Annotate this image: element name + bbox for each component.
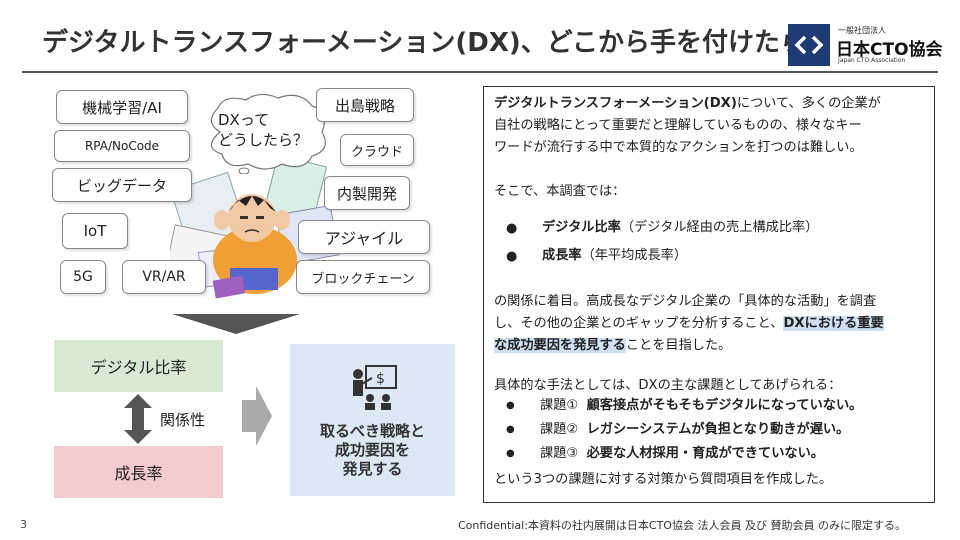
title-divider bbox=[22, 71, 938, 73]
issue-2: 課題② レガシーシステムが負担となり動きが遅い。 bbox=[540, 422, 850, 437]
intro-line-3: ワードが流行する中で本質的なアクションを打つのは難しい。 bbox=[494, 140, 863, 155]
issue-1-marker: ● bbox=[506, 400, 515, 411]
keyword-dejima-strategy: 出島戦略 bbox=[316, 88, 414, 122]
bullet-growth-rate: 成長率（年平均成長率） bbox=[542, 248, 688, 263]
digital-ratio-box: デジタル比率 bbox=[54, 340, 223, 392]
logo-main-text: 日本CTO協会 bbox=[836, 40, 943, 60]
confidential-notice: Confidential:本資料の社内展開は日本CTO協会 法人会員 及び 賛助… bbox=[458, 519, 906, 532]
relation-label: 関係性 bbox=[160, 411, 206, 429]
down-arrow-icon bbox=[172, 314, 300, 338]
keyword-ml-ai: 機械学習/AI bbox=[56, 90, 188, 124]
right-arrow-icon bbox=[242, 386, 272, 450]
issue-3: 課題③ 必要な人材採用・育成ができていない。 bbox=[540, 446, 824, 461]
thought-cloud: DXって どうしたら？ bbox=[200, 92, 332, 174]
strategy-text: 取るべき戦略と 成功要因を 発見する bbox=[290, 422, 455, 479]
keyword-inhouse-development: 内製開発 bbox=[324, 176, 410, 210]
thought-line-2: どうしたら？ bbox=[218, 131, 309, 149]
keyword-iot: IoT bbox=[62, 213, 128, 249]
logo-small-text: 一般社団法人 bbox=[838, 26, 886, 35]
intro-line-1: デジタルトランスフォーメーション(DX)について、多くの企業が bbox=[494, 96, 881, 111]
keyword-agile: アジャイル bbox=[298, 220, 430, 254]
page-number: 3 bbox=[20, 518, 27, 531]
strategy-line-3: 発見する bbox=[342, 460, 403, 478]
digital-ratio-label: デジタル比率 bbox=[90, 358, 187, 377]
logo-mark-icon bbox=[788, 24, 830, 66]
strategy-line-1: 取るべき戦略と bbox=[319, 422, 425, 440]
strategy-line-2: 成功要因を bbox=[334, 441, 410, 459]
logo-sub-text: Japan CTO Association bbox=[838, 57, 906, 64]
up-down-arrow-icon bbox=[124, 394, 152, 448]
thought-text: DXって どうしたら？ bbox=[218, 110, 308, 150]
closing-line: という3つの課題に対する対策から質問項目を作成した。 bbox=[494, 472, 833, 487]
presentation-icon: $ bbox=[348, 364, 398, 414]
svg-text:$: $ bbox=[376, 371, 385, 387]
survey-lead: そこで、本調査では： bbox=[494, 184, 626, 199]
thought-line-1: DXって bbox=[218, 111, 270, 129]
intro-line-2: 自社の戦略にとって重要だと理解しているものの、様々なキー bbox=[494, 118, 862, 133]
keyword-big-data: ビッグデータ bbox=[52, 168, 192, 202]
troubled-person-illustration bbox=[165, 150, 340, 300]
growth-rate-label: 成長率 bbox=[114, 464, 163, 483]
page-title: デジタルトランスフォーメーション(DX)、どこから手を付けたら？ bbox=[42, 28, 833, 58]
keyword-rpa-nocode: RPA/NoCode bbox=[54, 130, 190, 162]
description-textbox: デジタルトランスフォーメーション(DX)について、多くの企業が 自社の戦略にとっ… bbox=[483, 86, 935, 503]
bullet-2-marker: ● bbox=[506, 249, 518, 264]
keyword-cloud: クラウド bbox=[340, 134, 414, 166]
focus-line-2: し、その他の企業とのギャップを分析すること、DXにおける重要 bbox=[494, 316, 884, 331]
keyword-vr-ar: VR/AR bbox=[122, 260, 206, 294]
issue-1: 課題① 顧客接点がそもそもデジタルになっていない。 bbox=[540, 398, 863, 413]
issue-2-marker: ● bbox=[506, 424, 515, 435]
issue-3-marker: ● bbox=[506, 448, 515, 459]
cto-association-logo: 一般社団法人 日本CTO協会 Japan CTO Association bbox=[788, 24, 948, 68]
bullet-1-marker: ● bbox=[506, 221, 518, 236]
focus-line-3: な成功要因を発見することを目指した。 bbox=[494, 338, 732, 353]
growth-rate-box: 成長率 bbox=[54, 446, 223, 498]
keyword-5g: 5G bbox=[60, 260, 106, 294]
method-lead: 具体的な手法としては、DXの主な課題としてあげられる： bbox=[494, 378, 842, 393]
strategy-box: $ 取るべき戦略と 成功要因を 発見する bbox=[290, 344, 455, 496]
bullet-digital-ratio: デジタル比率（デジタル経由の売上構成比率） bbox=[542, 220, 819, 235]
keyword-blockchain: ブロックチェーン bbox=[296, 260, 430, 294]
focus-line-1: の関係に着目。高成長なデジタル企業の「具体的な活動」を調査 bbox=[494, 294, 877, 309]
